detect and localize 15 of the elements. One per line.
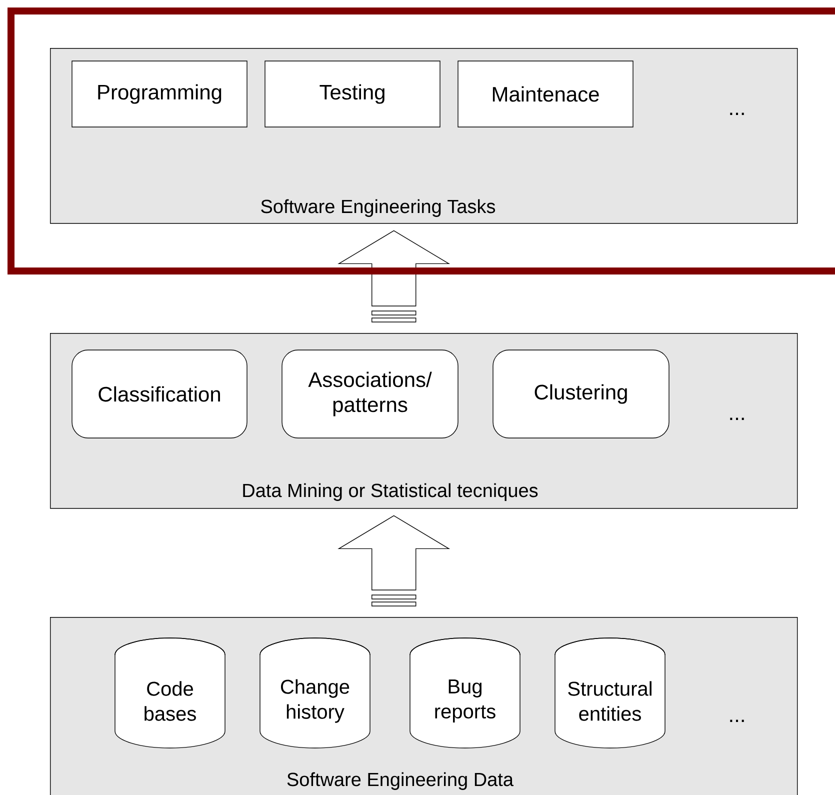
task-box: Testing xyxy=(264,60,440,128)
database-cylinder: Code bases xyxy=(114,638,226,748)
database-cylinder: Change history xyxy=(260,638,370,748)
task-box: Programming xyxy=(72,60,248,128)
ellipsis: ... xyxy=(730,418,744,420)
ellipsis: ... xyxy=(730,112,744,115)
block-arrow xyxy=(338,515,450,606)
database-cylinder: Structural entities xyxy=(554,638,666,748)
ellipsis: ... xyxy=(730,720,744,722)
database-cylinder: Bug reports xyxy=(410,638,520,748)
technique-box: Clustering xyxy=(492,350,670,438)
block-arrow xyxy=(338,230,450,322)
technique-box: Classification xyxy=(72,350,248,438)
technique-box: Associations/ patterns xyxy=(282,350,458,438)
task-box: Maintenace xyxy=(458,60,634,128)
